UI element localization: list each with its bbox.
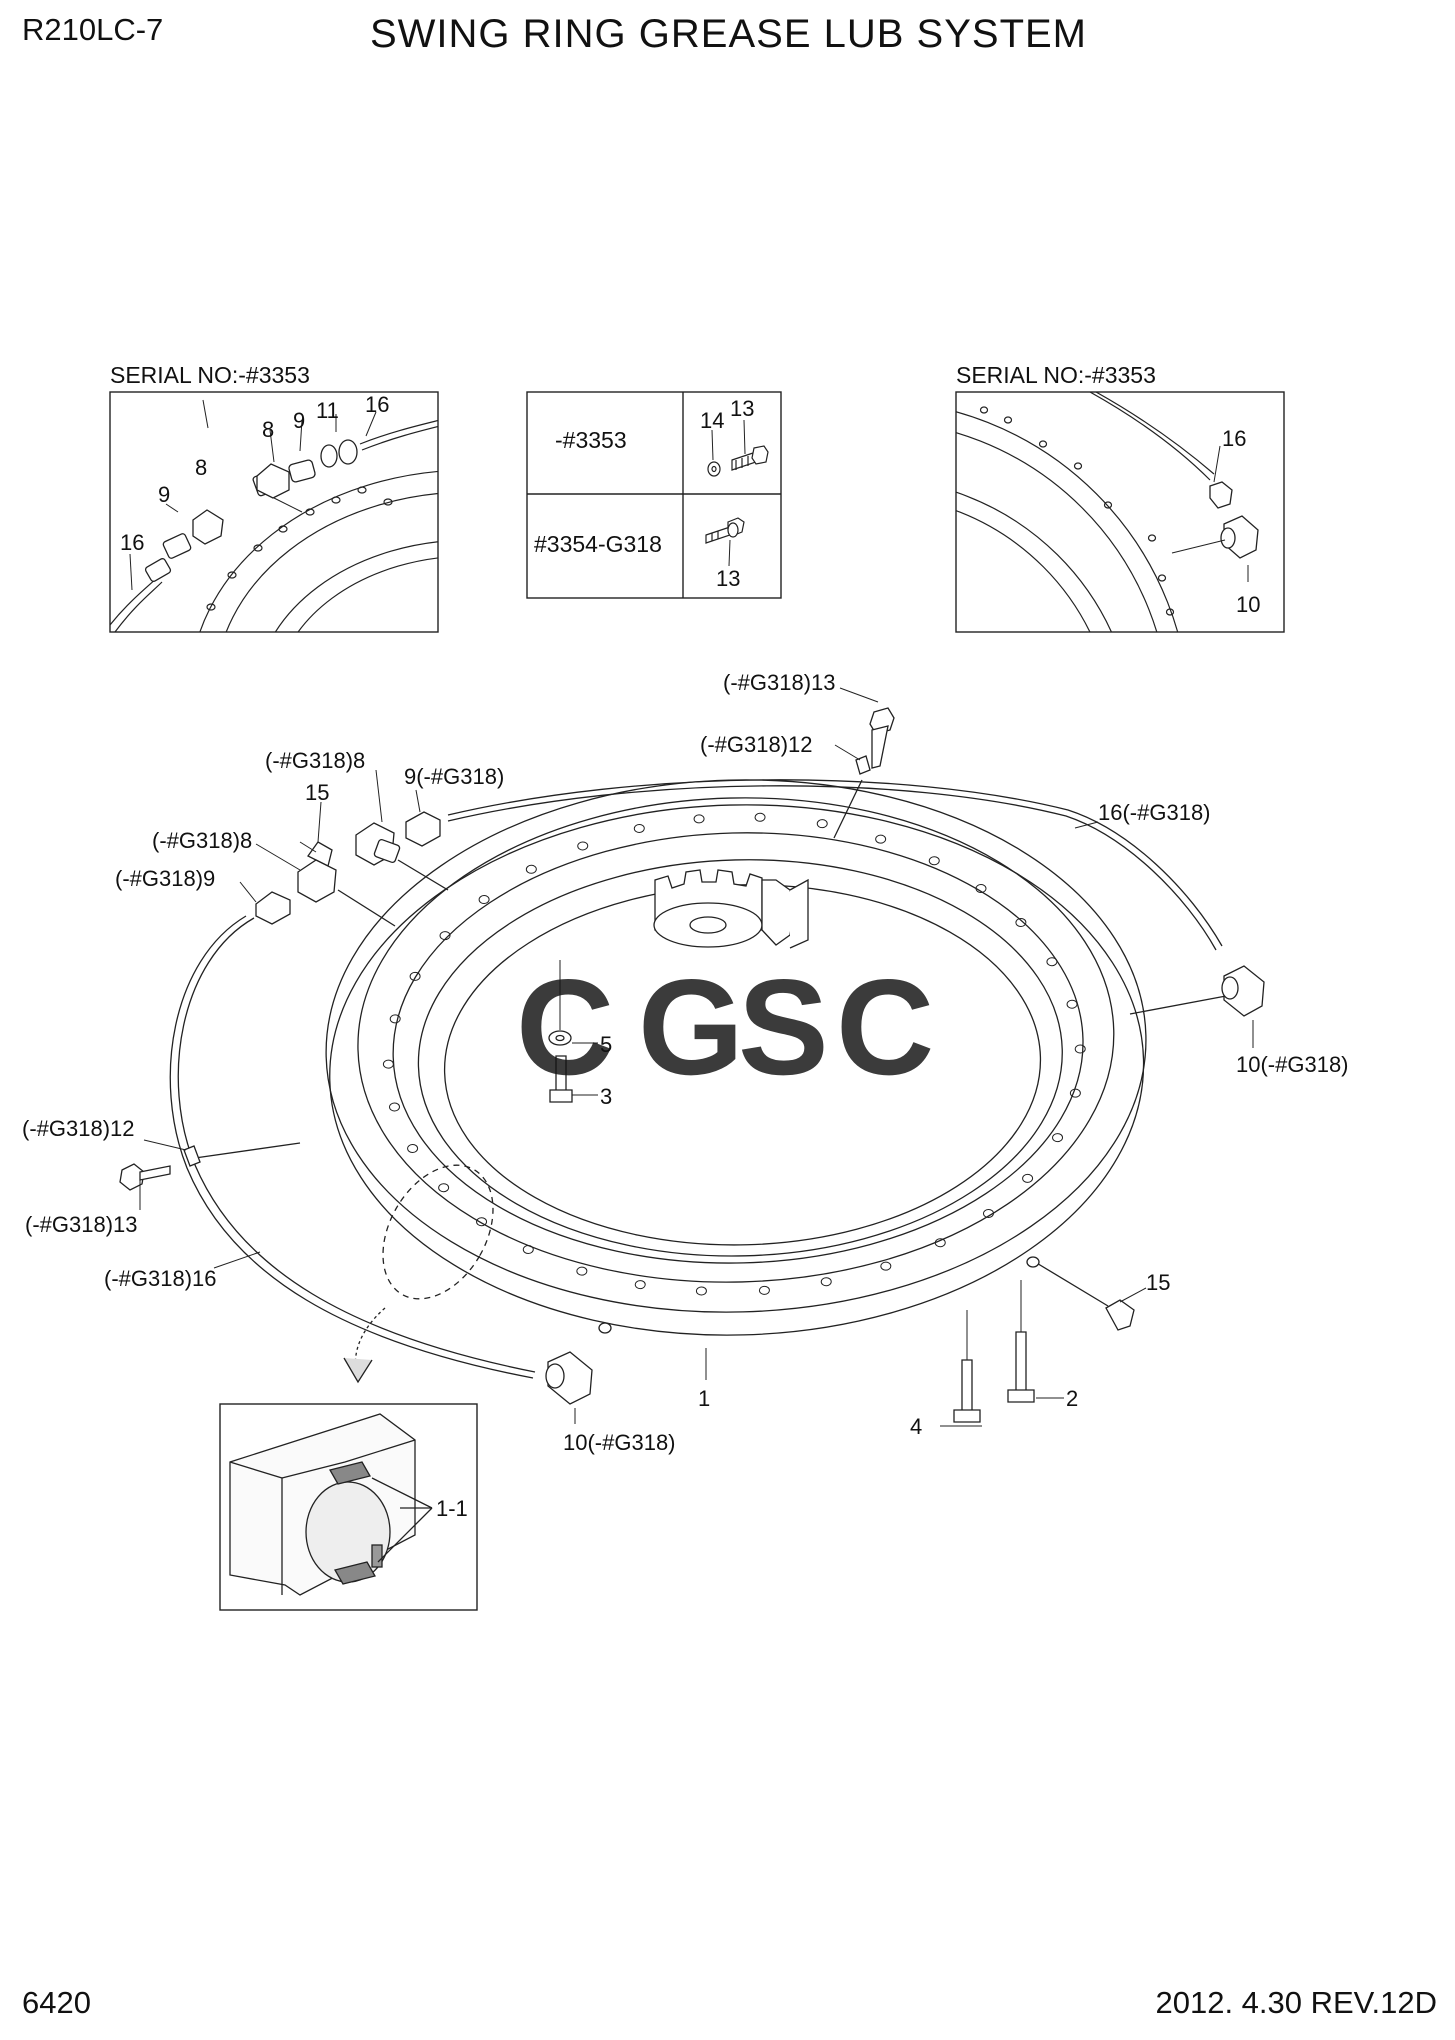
- main-callouts: (-#G318)13 (-#G318)12 (-#G318)8 15 9(-#G…: [22, 670, 1349, 1521]
- detail-view-marker: [382, 1164, 494, 1300]
- callout-8-upper: (-#G318)8: [265, 748, 365, 773]
- inset-right: SERIAL NO:-#3353 16 10: [955, 362, 1285, 633]
- grease-line-upper: [337, 779, 1227, 1015]
- inset-right-nut-icon: [1209, 481, 1233, 509]
- callout-5: 5: [600, 1032, 612, 1057]
- inset-left-callout-9b: 9: [158, 482, 170, 507]
- callout-12-top: (-#G318)12: [700, 732, 813, 757]
- swing-ring-inner-race: [357, 797, 1115, 1283]
- clamp-12-top: [855, 755, 871, 775]
- clamp-12-left: [183, 1145, 201, 1167]
- watermark-letter-g: G: [638, 951, 744, 1103]
- swing-ring-assembly: [119, 687, 1265, 1611]
- inset-left-callout-16a: 16: [365, 392, 389, 417]
- bolt-13-left: [119, 1163, 145, 1191]
- callout-2: 2: [1066, 1386, 1078, 1411]
- table-row-1-part-13: 13: [730, 396, 754, 421]
- adapter-9-left: [255, 891, 291, 925]
- diagram-title: SWING RING GREASE LUB SYSTEM: [370, 12, 1088, 56]
- table-row-1-range: -#3353: [555, 427, 627, 453]
- callout-8-left: (-#G318)8: [152, 828, 252, 853]
- inset-right-callout-10: 10: [1236, 592, 1260, 617]
- inset-left-callout-8a: 8: [262, 417, 274, 442]
- callout-3: 3: [600, 1084, 612, 1109]
- callout-9-upper: 9(-#G318): [404, 764, 504, 789]
- table-row-2-range: #3354-G318: [534, 531, 662, 557]
- callout-9-left: (-#G318)9: [115, 866, 215, 891]
- adapter-9-upper: [405, 811, 441, 847]
- watermark-letter-s: S: [738, 951, 829, 1103]
- inset-left-serial: SERIAL NO:-#3353: [110, 362, 310, 388]
- inset-left: SERIAL NO:-#3353: [109, 362, 439, 633]
- callout-4: 4: [910, 1414, 922, 1439]
- bolt-3: [555, 1055, 567, 1090]
- inset-left-callout-11: 11: [316, 398, 339, 423]
- callout-13-left: (-#G318)13: [25, 1212, 138, 1237]
- grease-line-left: [169, 915, 536, 1379]
- bolt-4: [961, 1359, 973, 1410]
- page-number: 6420: [22, 1985, 91, 2020]
- detail-view-arrow-icon: [343, 1357, 373, 1384]
- inset-right-hose-16: [1089, 392, 1211, 481]
- cgsc-watermark: C G S C: [516, 951, 934, 1103]
- callout-1: 1: [698, 1386, 710, 1411]
- model-number: R210LC-7: [22, 12, 164, 47]
- callout-13-top: (-#G318)13: [723, 670, 836, 695]
- inset-left-elbow-8b: [256, 463, 290, 499]
- swing-ring-bolt-holes: [382, 812, 1086, 1296]
- inset-left-oring-11: [320, 444, 338, 468]
- pinion-gear: [653, 869, 809, 949]
- bolt-2: [1015, 1331, 1027, 1390]
- table-row-1-part-14: 14: [700, 408, 724, 433]
- watermark-letter-c2: C: [836, 951, 934, 1103]
- inset-left-callout-16b: 16: [120, 530, 144, 555]
- detail-box-1-1: [219, 1403, 478, 1611]
- callout-10-bottom: 10(-#G318): [563, 1430, 676, 1455]
- inset-left-callout-9a: 9: [293, 408, 305, 433]
- callout-12-left: (-#G318)12: [22, 1116, 135, 1141]
- inset-left-callout-8b: 8: [195, 455, 207, 480]
- callout-1-1: 1-1: [436, 1496, 468, 1521]
- table-row-2-part-13: 13: [716, 566, 740, 591]
- callout-16-right: 16(-#G318): [1098, 800, 1211, 825]
- swing-ring-bottom-edge: [329, 804, 1145, 1336]
- inset-table: -#3353 #3354-G318 14 13 13: [526, 391, 782, 599]
- bolt-13-row2-icon: [705, 517, 745, 544]
- watermark-letter-c1: C: [516, 951, 614, 1103]
- inset-left-elbow-8a: [192, 509, 224, 545]
- callout-16-left: (-#G318)16: [104, 1266, 217, 1291]
- inset-left-hose-16: [110, 574, 161, 626]
- elbow-8-left: [297, 859, 337, 903]
- callout-15-upper: 15: [305, 780, 329, 805]
- grease-nipple-15-right: [1105, 1299, 1135, 1331]
- callout-10-right: 10(-#G318): [1236, 1052, 1349, 1077]
- callout-15-right: 15: [1146, 1270, 1170, 1295]
- revision-date: 2012. 4.30 REV.12D: [1155, 1985, 1437, 2020]
- inset-right-serial: SERIAL NO:-#3353: [956, 362, 1156, 388]
- inset-right-callout-16: 16: [1222, 426, 1246, 451]
- inset-left-bolt-holes: [206, 486, 393, 611]
